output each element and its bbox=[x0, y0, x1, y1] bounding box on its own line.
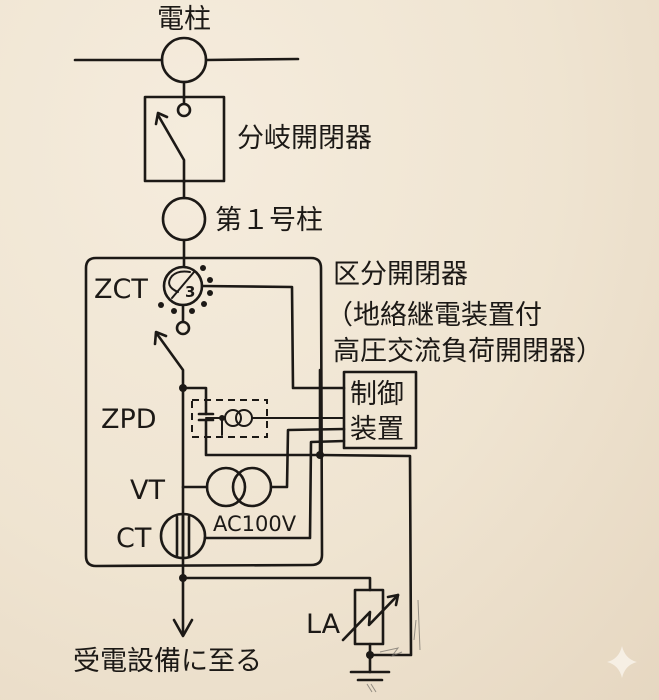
pencil-sketch-marks bbox=[379, 599, 421, 658]
feeder-line bbox=[73, 57, 300, 62]
first-pole-symbol bbox=[161, 196, 207, 242]
section-switch-enclosure bbox=[84, 256, 324, 568]
control-unit-box bbox=[342, 370, 418, 450]
arrow-down-icon bbox=[172, 618, 194, 638]
utility-pole-label: 電柱 bbox=[157, 4, 211, 35]
lightning-arrester-symbol bbox=[341, 588, 400, 674]
zct-signal-wire bbox=[200, 284, 346, 390]
zpd-label: ZPD bbox=[101, 404, 157, 435]
control-unit-label-line1: 制御 bbox=[350, 379, 404, 410]
utility-pole-symbol bbox=[160, 36, 208, 84]
section-switch-note-line1: （地絡継電装置付 bbox=[326, 300, 542, 331]
ground-icon bbox=[349, 670, 391, 693]
vt-output-label: AC100V bbox=[213, 512, 297, 536]
control-unit-label-line2: 装置 bbox=[350, 414, 404, 445]
la-label: LA bbox=[306, 609, 341, 640]
section-switch-note-line2: 高圧交流負荷開閉器） bbox=[333, 336, 603, 367]
branch-switch-label: 分岐開閉器 bbox=[237, 123, 372, 154]
first-pole-label: 第１号柱 bbox=[215, 205, 323, 236]
section-switch-contact bbox=[175, 320, 191, 336]
ct-symbol bbox=[159, 439, 346, 560]
vt-symbol bbox=[181, 427, 346, 508]
branch-switch bbox=[143, 95, 226, 184]
section-switch-blade bbox=[153, 330, 185, 390]
sparkle-icon bbox=[607, 646, 637, 678]
zpd-symbol bbox=[181, 386, 345, 457]
ground-return-wire bbox=[318, 453, 413, 657]
la-feed-wire bbox=[181, 576, 372, 592]
section-switch-label: 区分開閉器 bbox=[333, 259, 468, 290]
ct-label: CT bbox=[116, 523, 152, 554]
vt-label: VT bbox=[130, 475, 165, 506]
zct-number: 3 bbox=[185, 283, 195, 301]
junction-dot bbox=[366, 651, 374, 659]
zct-symbol bbox=[158, 265, 213, 314]
zct-label: ZCT bbox=[94, 274, 148, 305]
junction-dot bbox=[316, 451, 324, 459]
to-receiving-equipment-label: 受電設備に至る bbox=[73, 646, 262, 677]
